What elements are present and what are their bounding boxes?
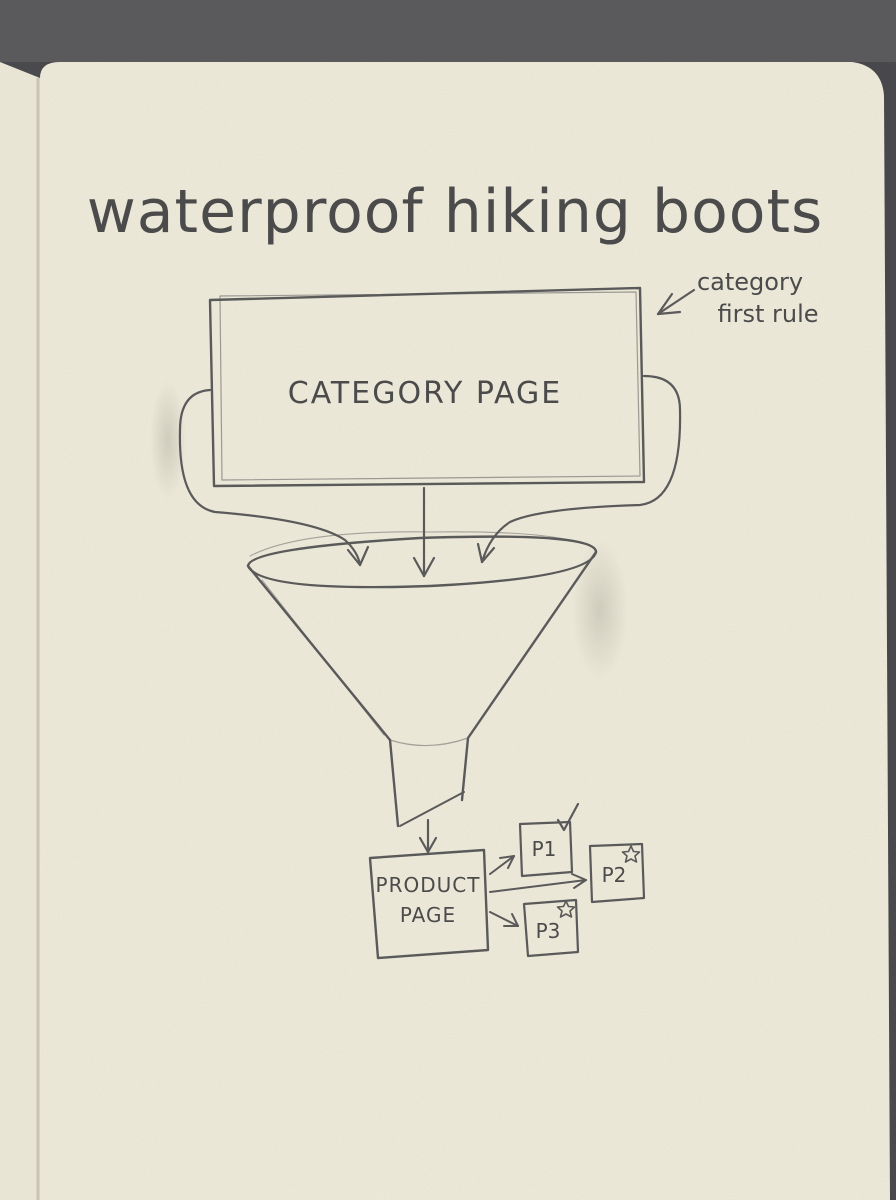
product-page-box bbox=[368, 848, 490, 960]
table-surface bbox=[0, 0, 896, 62]
arrow-to-p1 bbox=[489, 855, 515, 875]
check-icon bbox=[556, 802, 580, 832]
graphite-smudge bbox=[572, 540, 628, 680]
product-p2-card: P2 bbox=[588, 842, 646, 904]
arrow-to-p3 bbox=[489, 911, 519, 927]
product-page-label-line-1: PRODUCT bbox=[376, 873, 481, 897]
product-p2-label: P2 bbox=[602, 863, 627, 887]
sketch-title: waterproof hiking boots bbox=[87, 177, 824, 247]
arrow-to-p2 bbox=[489, 873, 587, 893]
product-p1-card: P1 bbox=[518, 802, 580, 878]
left-page bbox=[0, 62, 40, 1200]
star-icon bbox=[556, 900, 576, 918]
category-page-box bbox=[208, 286, 646, 488]
star-icon bbox=[621, 845, 641, 863]
note-line-1: category bbox=[697, 268, 803, 296]
graphite-smudge bbox=[150, 380, 186, 500]
paper-texture bbox=[40, 62, 890, 1200]
funnel-output-arrow bbox=[418, 818, 438, 854]
product-p3-label: P3 bbox=[536, 919, 561, 943]
note-line-2: first rule bbox=[717, 300, 818, 328]
right-loop-arrow bbox=[476, 374, 682, 564]
category-page-label: CATEGORY PAGE bbox=[288, 376, 562, 411]
note-arrow bbox=[656, 288, 696, 316]
product-p1-label: P1 bbox=[532, 837, 557, 861]
product-page-label-line-2: PAGE bbox=[400, 903, 456, 927]
funnel bbox=[246, 531, 598, 828]
product-p3-card: P3 bbox=[522, 898, 580, 958]
